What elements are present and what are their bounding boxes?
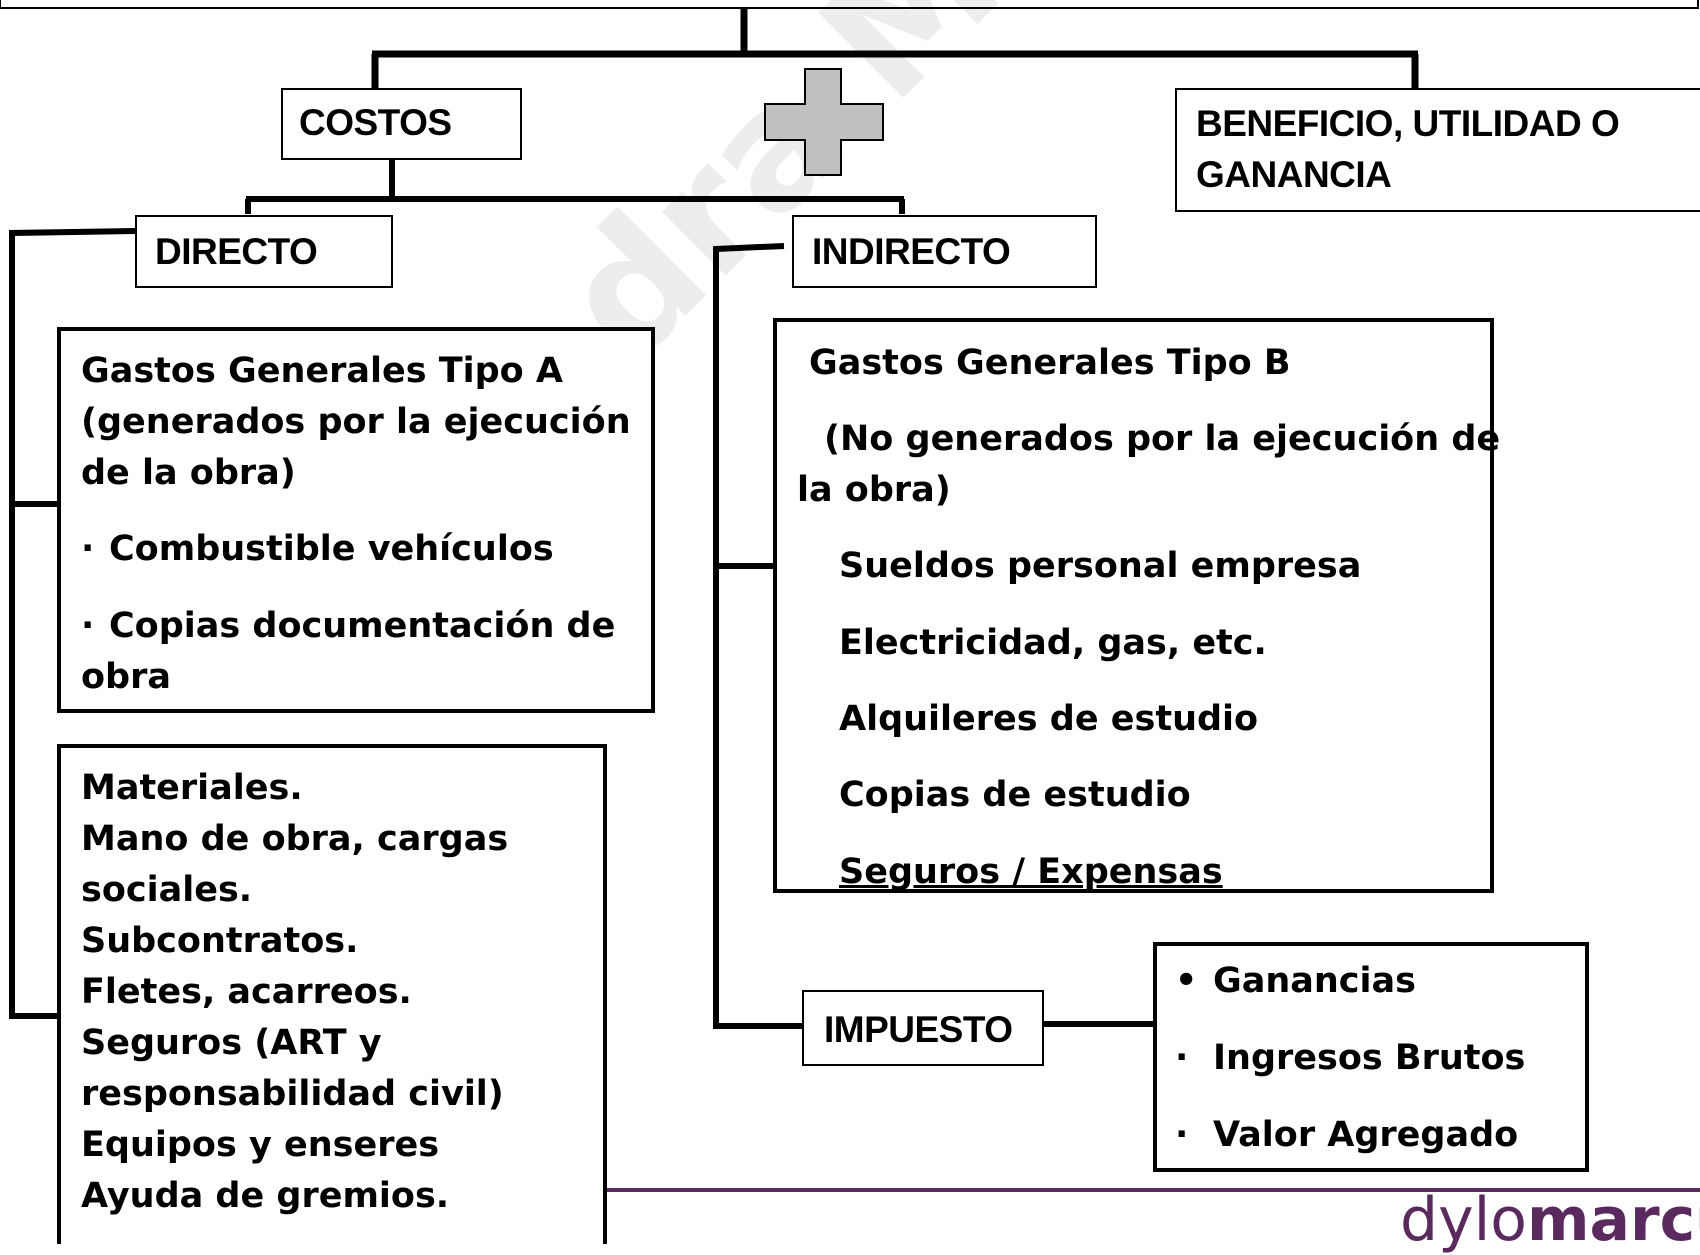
costos-label: COSTOS <box>299 102 452 143</box>
bullet-icon: · <box>1175 1115 1189 1155</box>
gastos-tipo-b-box: Gastos Generales Tipo B (No generados po… <box>773 318 1500 893</box>
bullet-icon: • <box>1175 961 1198 1001</box>
footer-logo-prefix: dylo <box>1400 1185 1527 1255</box>
tipo-b-item: Copias de estudio <box>839 775 1191 815</box>
tipo-a-line: (generados por la ejecución <box>81 402 631 442</box>
directo-bracket <box>9 228 139 1019</box>
tipo-b-item: Alquileres de estudio <box>839 699 1259 739</box>
directo-line: Fletes, acarreos. <box>81 972 412 1012</box>
directo-line: sociales. <box>81 870 253 910</box>
tipo-b-item: Sueldos personal empresa <box>839 546 1362 586</box>
directo-line: responsabilidad civil) <box>81 1074 504 1114</box>
tipo-a-item-text: Copias documentación de <box>109 606 616 646</box>
directo-line: Ayuda de gremios. <box>81 1176 450 1216</box>
tipo-a-item-text: Combustible vehículos <box>109 529 554 569</box>
indirecto-label: INDIRECTO <box>812 231 1011 272</box>
tipo-b-item: Electricidad, gas, etc. <box>839 623 1267 663</box>
gastos-tipo-a-box: Gastos Generales Tipo A (generados por l… <box>57 327 655 713</box>
tipo-a-item: · Combustible vehículos <box>81 524 554 575</box>
beneficio-box: BENEFICIO, UTILIDAD O GANANCIA <box>1175 88 1700 212</box>
impuesto-item-text: Ganancias <box>1213 961 1416 1001</box>
bullet-icon: · <box>1175 1038 1189 1078</box>
tipo-b-title: Gastos Generales Tipo B <box>809 343 1291 383</box>
top-frame <box>0 0 1699 9</box>
indirecto-bracket <box>713 243 804 1029</box>
costos-directos-box: Materiales. Mano de obra, cargas sociale… <box>57 744 607 1244</box>
directo-box: DIRECTO <box>135 215 393 288</box>
impuesto-item-text: Ingresos Brutos <box>1213 1038 1526 1078</box>
impuesto-item: · Valor Agregado <box>1175 1110 1518 1161</box>
impuesto-box: IMPUESTO <box>802 990 1044 1066</box>
tipo-a-item-continuation: obra <box>81 657 171 697</box>
impuesto-item-text: Valor Agregado <box>1213 1115 1519 1155</box>
directo-line: Materiales. <box>81 768 303 808</box>
costos-box: COSTOS <box>281 88 522 160</box>
tipo-b-item: Seguros / Expensas <box>839 852 1223 892</box>
tipo-a-line: Gastos Generales Tipo A <box>81 351 563 391</box>
footer-logo: dylomarcus <box>1400 1185 1700 1255</box>
connector-lines <box>0 0 1700 1192</box>
tipo-b-subtitle: (No generados por la ejecución de <box>824 419 1501 459</box>
tipo-a-line: de la obra) <box>81 453 296 493</box>
directo-line: Subcontratos. <box>81 921 359 961</box>
tipo-a-item: · Copias documentación de <box>81 601 615 652</box>
tipo-b-subtitle: la obra) <box>797 470 951 510</box>
impuesto-item: · Ingresos Brutos <box>1175 1033 1525 1084</box>
bullet-icon: · <box>81 606 95 646</box>
impuesto-label: IMPUESTO <box>824 1009 1013 1050</box>
beneficio-label-line1: BENEFICIO, UTILIDAD O <box>1196 103 1620 144</box>
plus-sign <box>764 68 884 176</box>
footer-logo-bold: marcus <box>1526 1185 1700 1255</box>
directo-line: Mano de obra, cargas <box>81 819 509 859</box>
impuestos-list-box: • Ganancias · Ingresos Brutos · Valor Agreg… <box>1153 942 1589 1172</box>
directo-label: DIRECTO <box>155 231 318 272</box>
directo-line: Seguros (ART y <box>81 1023 382 1063</box>
impuesto-item: • Ganancias <box>1175 956 1416 1007</box>
indirecto-box: INDIRECTO <box>792 215 1097 288</box>
bullet-icon: · <box>81 529 95 569</box>
beneficio-label-line2: GANANCIA <box>1196 154 1392 195</box>
directo-line: Equipos y enseres <box>81 1125 440 1165</box>
